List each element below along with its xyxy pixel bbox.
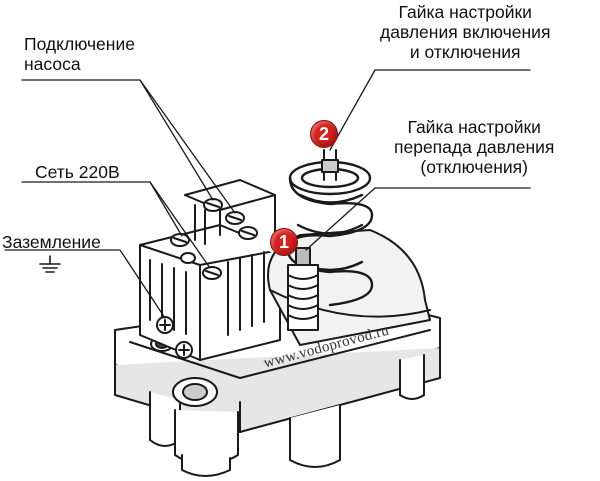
label-nut-onoff-line2: давления включения	[380, 22, 551, 42]
nut-2	[321, 149, 339, 181]
ground-symbol-icon	[39, 255, 61, 273]
label-nut-onoff-line1: Гайка настройки	[398, 2, 532, 22]
label-pump-connection: Подключение насоса	[24, 34, 135, 74]
label-nut-diff-line2: перепада давления	[394, 137, 555, 157]
badge-1: 1	[270, 228, 298, 256]
label-nut-diff: Гайка настройки перепада давления (отклю…	[394, 117, 554, 177]
label-ground: Заземление	[2, 232, 101, 252]
label-nut-onoff: Гайка настройки давления включения и отк…	[380, 2, 550, 62]
label-pump-line1: Подключение	[24, 34, 135, 54]
large-spring	[286, 160, 374, 307]
label-pump-line2: насоса	[24, 54, 81, 74]
label-nut-diff-line3: (отключения)	[420, 157, 528, 177]
mounting-legs	[149, 354, 425, 477]
badge-2: 2	[310, 120, 338, 148]
label-nut-onoff-line3: и отключения	[409, 42, 521, 62]
screw-terminals	[170, 198, 258, 280]
label-nut-diff-line1: Гайка настройки	[407, 117, 541, 137]
small-spring	[287, 247, 319, 331]
label-mains: Сеть 220В	[35, 162, 120, 182]
leader-lines	[4, 69, 531, 319]
